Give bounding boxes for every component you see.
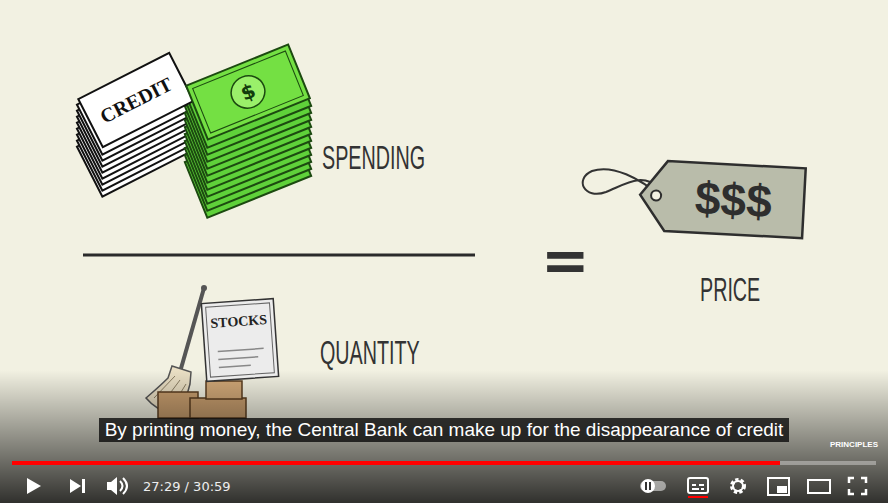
credit-sheet: CREDIT [77, 51, 195, 148]
autoplay-knob [641, 479, 655, 493]
bill-outline [186, 45, 310, 140]
progress-track [12, 461, 876, 465]
subtitle-caption: By printing money, the Central Bank can … [99, 418, 790, 442]
pause-bar [645, 482, 647, 490]
watermark: PRINCIPLES [830, 440, 878, 449]
tag-hole [650, 190, 661, 201]
quantity-label: QUANTITY [320, 333, 420, 372]
tag-outline [638, 160, 805, 238]
miniplayer-icon [768, 478, 789, 495]
volume-waves [120, 478, 127, 494]
subtitles-active [688, 496, 708, 498]
credit-sheet-outline [78, 53, 193, 147]
progress-played [12, 461, 780, 465]
broom-handle [180, 288, 204, 372]
player-shade [0, 370, 888, 503]
volume-icon [107, 477, 117, 495]
miniplayer-inset [777, 486, 787, 493]
settings-ring [733, 481, 743, 491]
subtitles-icon [688, 478, 708, 493]
certificate-lines [218, 348, 265, 367]
fraction-bar [83, 254, 475, 257]
pause-bar [649, 482, 651, 490]
next-icon-bar [82, 479, 85, 493]
equals-sign: = [541, 226, 590, 294]
play-icon [27, 478, 41, 494]
node-text: $$$ [693, 171, 772, 229]
next-icon [70, 479, 81, 493]
spending-label: SPENDING [322, 138, 425, 177]
time-display: 27:29 / 30:59 [143, 479, 231, 494]
bill-seal [226, 71, 270, 113]
theater-icon [808, 480, 830, 493]
price-label: PRICE [700, 270, 760, 309]
certificate-outline [201, 299, 278, 382]
price-tag: $$$ [638, 158, 807, 241]
dollar-bill: $ [185, 43, 311, 141]
node-shape [200, 298, 279, 383]
subtitles-lines [692, 485, 704, 489]
bill-border [193, 51, 304, 133]
player-controls [27, 477, 866, 498]
settings-gear [732, 480, 744, 492]
fullscreen-icon [849, 478, 866, 494]
stock-certificate: STOCKS [200, 298, 279, 383]
certificate-border [206, 303, 275, 377]
broom-knob [201, 285, 207, 291]
